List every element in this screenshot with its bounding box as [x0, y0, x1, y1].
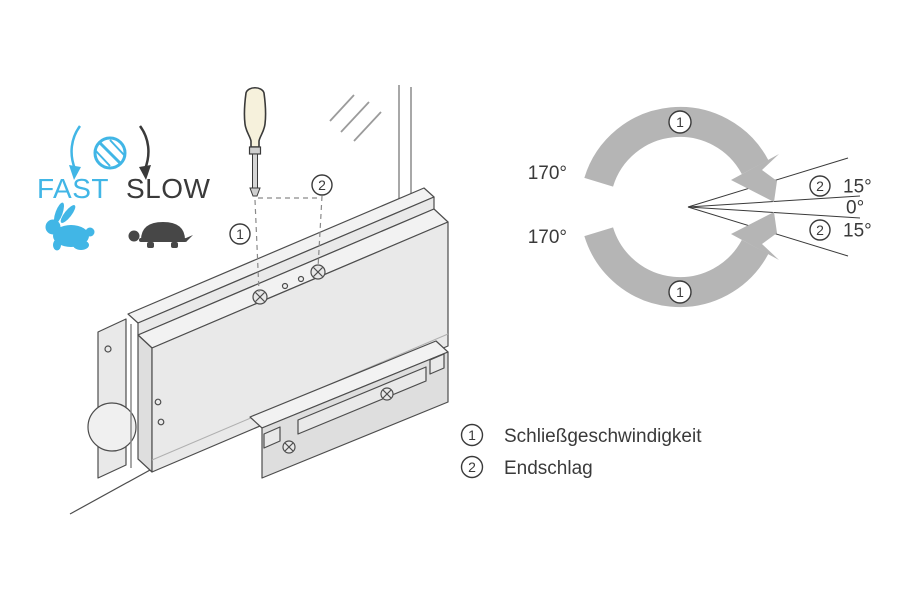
- legend-label-1: Schließgeschwindigkeit: [504, 426, 702, 447]
- mounting-hole: [154, 398, 162, 406]
- endstop-badge-top: 2: [809, 175, 831, 197]
- mounting-hole: [281, 282, 289, 290]
- bottom-unit-tab-right: [429, 353, 445, 375]
- endstop-badge-bottom: 2: [809, 219, 831, 241]
- screwdriver-handle: [243, 86, 267, 148]
- dashed-guide-speed: [254, 199, 260, 293]
- callout-endstop-num: 2: [318, 177, 326, 193]
- adjustment-screw-endstop: [310, 264, 326, 280]
- legend: 1 Schließgeschwindigkeit 2 Endschlag: [460, 423, 702, 479]
- arc-badge-top-num: 1: [676, 114, 684, 130]
- legend-badge-2: [460, 455, 484, 479]
- arc-arrow-top: [731, 154, 779, 202]
- angle-label-170-bottom: 170°: [528, 227, 567, 248]
- fast-label: FAST: [37, 173, 109, 204]
- fast-arrow-icon: [69, 125, 82, 180]
- mounting-hole: [104, 345, 112, 353]
- legend-label-2: Endschlag: [504, 458, 593, 479]
- angle-label-170-top: 170°: [528, 163, 567, 184]
- screwdriver-ferrule: [248, 146, 262, 155]
- mounting-hole: [297, 275, 305, 283]
- legend-item-2: 2 Endschlag: [460, 455, 593, 479]
- front-plate-left-face: [137, 334, 153, 473]
- mounting-hole: [157, 418, 165, 426]
- screwdriver-tip: [249, 187, 261, 197]
- rotation-diagram: 1 1 170° 170° 2 15° 0° 2 15°: [528, 106, 872, 308]
- dashed-guide-endstop: [317, 195, 323, 269]
- legend-badge-2-num: 2: [468, 459, 476, 475]
- front-plate-face: [151, 221, 449, 473]
- screwdriver-shaft: [252, 153, 258, 189]
- endstop-badge-top-num: 2: [816, 178, 824, 194]
- bottom-unit-screw: [282, 440, 296, 454]
- arc-badge-bottom: 1: [668, 280, 692, 304]
- turtle-icon: [128, 222, 193, 248]
- legend-badge-1: [460, 423, 484, 447]
- crossed-circle-icon: [93, 136, 127, 170]
- bottom-unit-tab-left: [263, 426, 281, 449]
- glass-reflection-hatch: [329, 94, 382, 142]
- slow-label: SLOW: [126, 173, 211, 204]
- zero-angle-label: 0°: [846, 198, 864, 219]
- callout-speed: 1: [229, 223, 251, 245]
- endstop-badge-bottom-num: 2: [816, 222, 824, 238]
- door-closer-body: [87, 187, 449, 479]
- callout-speed-num: 1: [236, 226, 244, 242]
- rabbit-icon: [45, 202, 95, 251]
- screwdriver-icon: [243, 86, 267, 197]
- glass-pane: [329, 85, 412, 199]
- roller-bearing: [87, 402, 137, 452]
- endstop-angle-top: 15°: [843, 177, 872, 198]
- bottom-unit-screw: [380, 387, 394, 401]
- endstop-angle-bottom: 15°: [843, 221, 872, 242]
- arc-badge-top: 1: [668, 110, 692, 134]
- arc-arrow-bottom: [731, 212, 779, 260]
- adjustment-screw-speed: [252, 289, 268, 305]
- callout-endstop: 2: [311, 174, 333, 196]
- arc-badge-bottom-num: 1: [676, 284, 684, 300]
- legend-badge-1-num: 1: [468, 427, 476, 443]
- legend-item-1: 1 Schließgeschwindigkeit: [460, 423, 702, 447]
- left-end-cap: [87, 318, 137, 479]
- bottom-unit: [249, 340, 449, 479]
- slow-arrow-icon: [138, 125, 151, 180]
- speed-legend: FAST SLOW: [37, 125, 211, 251]
- end-cap-plate: [97, 318, 127, 479]
